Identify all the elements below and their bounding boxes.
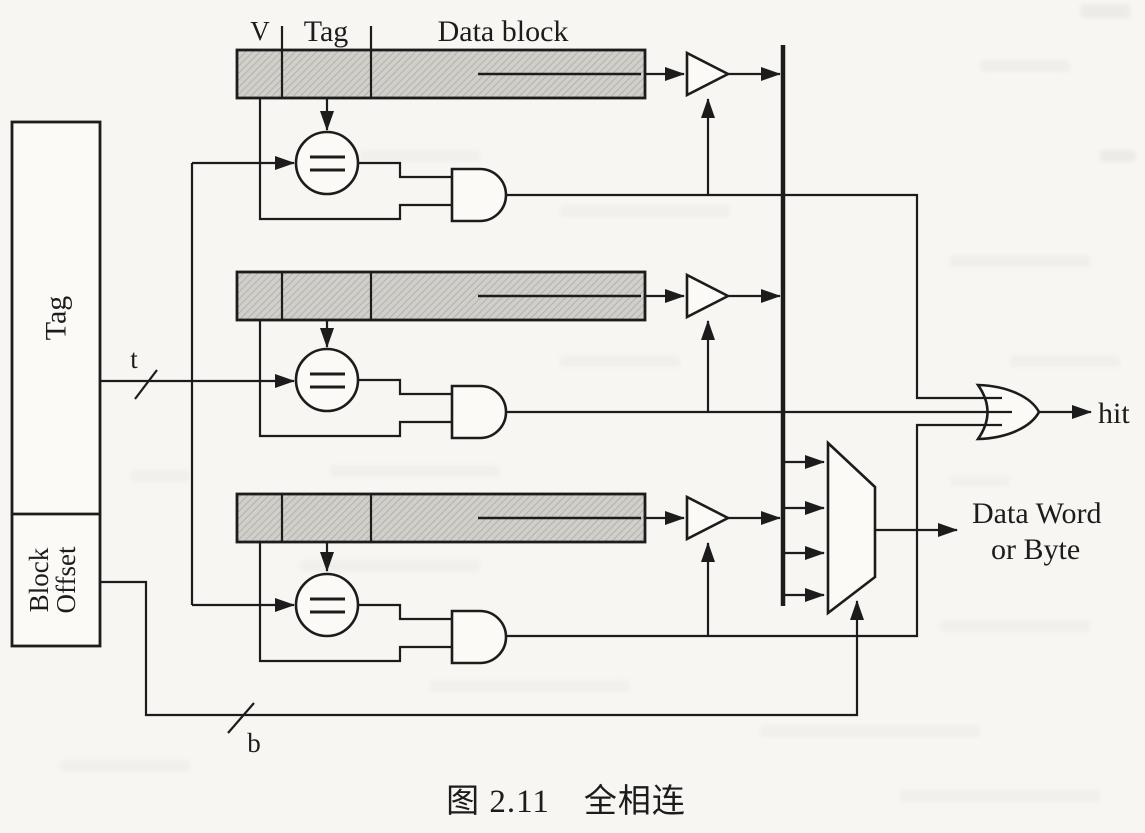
block-offset-line2: Offset — [51, 546, 81, 613]
mux-icon — [826, 440, 877, 616]
cache-line-3 — [235, 492, 781, 665]
cache-line-1 — [235, 48, 781, 223]
and-gate-icon — [450, 167, 508, 223]
valid-bit-wire — [258, 98, 452, 221]
tag-compare-wiring — [100, 156, 295, 612]
comparator-icon — [294, 130, 360, 196]
and-gate-icon — [450, 609, 508, 665]
cache-line-2 — [235, 270, 781, 440]
valid-bit-label: V — [250, 16, 270, 46]
comparator-output-wire — [358, 378, 452, 396]
tag-bits-label: t — [130, 344, 138, 374]
multiplexer — [785, 440, 958, 616]
tag-width-slash-icon — [134, 369, 158, 400]
block-offset-wiring — [100, 580, 864, 734]
comparator-icon — [294, 572, 360, 638]
offset-width-slash-icon — [227, 702, 255, 734]
tristate-buffer-icon — [685, 272, 731, 320]
data-word-line1: Data Word — [972, 497, 1102, 530]
address-box-outline — [10, 120, 102, 648]
match-wire-row-1 — [506, 193, 1002, 400]
data-word-line2: or Byte — [991, 533, 1080, 566]
address-tag-label: Tag — [40, 296, 73, 341]
offset-bits-label: b — [247, 728, 261, 758]
address-block-offset-label: BlockOffset — [24, 546, 81, 613]
block-offset-line1: Block — [24, 547, 54, 612]
valid-bit-wire — [258, 320, 452, 438]
valid-bit-wire — [258, 542, 452, 663]
and-gate-icon — [450, 384, 508, 440]
tristate-buffer-icon — [685, 50, 731, 98]
comparator-output-wire — [358, 161, 452, 179]
data-block-label: Data block — [438, 15, 569, 48]
comparator-output-wire — [358, 603, 452, 621]
comparator-icon — [294, 347, 360, 413]
tag-field-label: Tag — [304, 15, 349, 48]
figure-caption: 图 2.11 全相连 — [446, 783, 686, 820]
block-offset-wire — [100, 580, 864, 717]
hit-label: hit — [1098, 397, 1130, 430]
address-box — [10, 120, 102, 648]
tristate-buffer-icon — [685, 494, 731, 542]
